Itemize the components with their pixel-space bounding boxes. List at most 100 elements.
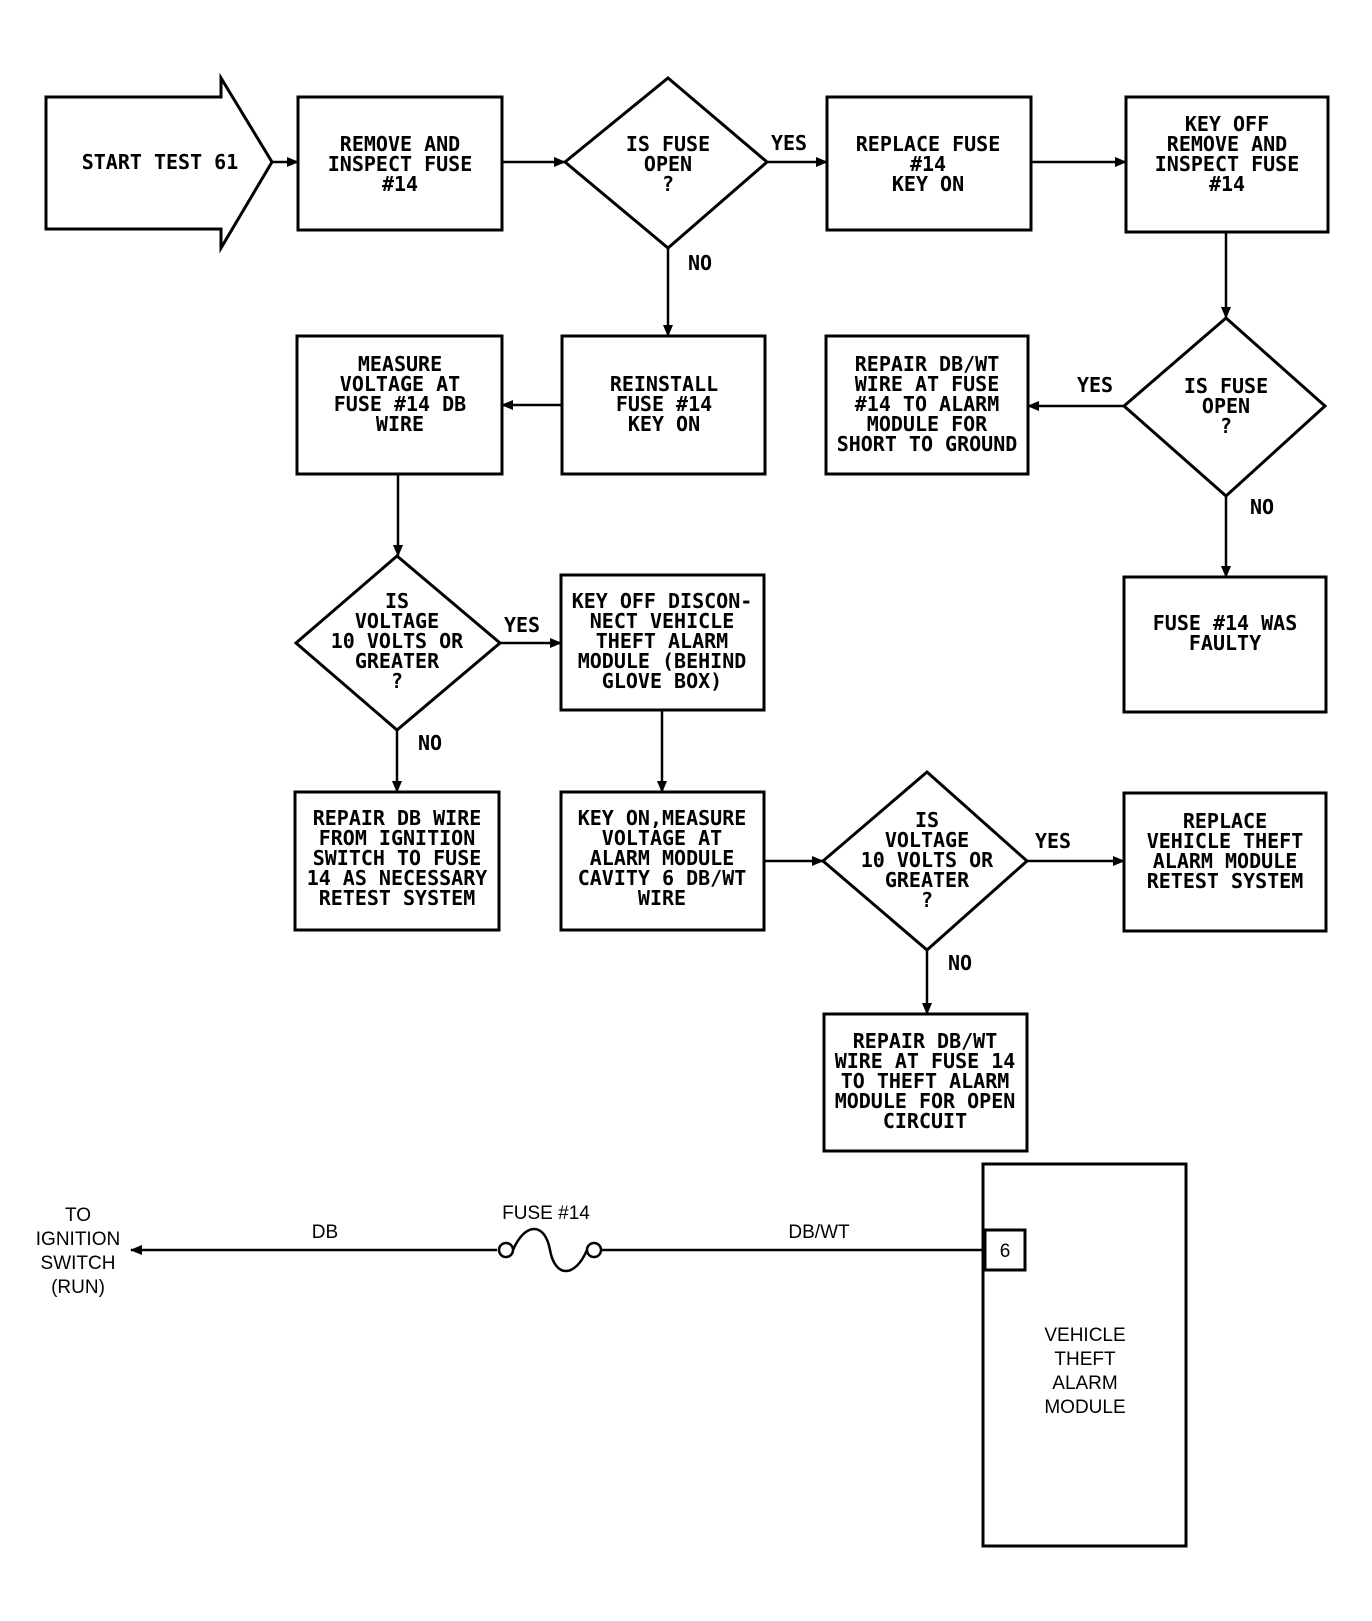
node-replace-module-line-1: REPLACE	[1183, 809, 1267, 833]
label-yes-decision2: YES	[1077, 373, 1113, 397]
node-disconnect-line-1: KEY OFF DISCON-	[572, 589, 753, 613]
node-repair-open-line-3: TO THEFT ALARM	[841, 1069, 1010, 1093]
node-keyon-measure-line-2: VOLTAGE AT	[602, 826, 722, 850]
fuse-terminal-right	[585, 1241, 603, 1259]
node-reinstall-line-1: REINSTALL	[610, 372, 718, 396]
fuse-terminal-left	[497, 1241, 515, 1259]
node-keyon-measure-line-1: KEY ON,MEASURE	[578, 806, 747, 830]
node-remove-inspect-line-2: INSPECT FUSE	[328, 152, 473, 176]
cavity-6-box	[983, 1228, 1027, 1272]
wiring-to-switch-line-3: SWITCH	[41, 1253, 116, 1274]
wiring-to-switch-line-4: (RUN)	[51, 1277, 105, 1298]
start-arrow-shape	[44, 72, 274, 254]
node-d-fuse-open-1-line-2: OPEN	[644, 152, 692, 176]
reinstall-box	[560, 334, 767, 476]
node-repair-open-line-4: MODULE FOR OPEN	[835, 1089, 1016, 1113]
remove-inspect-box	[296, 95, 504, 232]
node-disconnect-line-5: GLOVE BOX)	[602, 669, 722, 693]
node-fuse-faulty-line-1: FUSE #14 WAS	[1153, 611, 1298, 635]
fuse-symbol	[511, 1228, 589, 1272]
node-replace-fuse-line-3: KEY ON	[892, 172, 964, 196]
replace-fuse-box	[825, 95, 1033, 232]
node-replace-module-line-3: ALARM MODULE	[1153, 849, 1298, 873]
node-d-fuse-open-2-line-1: IS FUSE	[1184, 374, 1268, 398]
wiring-module-line-4: MODULE	[1044, 1397, 1125, 1418]
node-repair-short-line-2: WIRE AT FUSE	[855, 372, 1000, 396]
node-repair-open-line-5: CIRCUIT	[883, 1109, 967, 1133]
node-d-fuse-open-2-line-3: ?	[1220, 414, 1232, 438]
label-no-voltage2: NO	[948, 951, 972, 975]
node-d-voltage-1-line-5: ?	[391, 669, 403, 693]
label-yes-voltage1: YES	[504, 613, 540, 637]
wiring-module-line-3: ALARM	[1052, 1373, 1117, 1394]
node-repair-short-line-3: #14 TO ALARM	[855, 392, 1000, 416]
node-d-voltage-1-line-2: VOLTAGE	[355, 609, 439, 633]
node-measure-voltage-line-1: MEASURE	[358, 352, 442, 376]
repair-short-box	[824, 334, 1030, 476]
vehicle-theft-alarm-module-box	[981, 1162, 1188, 1548]
node-repair-open-line-1: REPAIR DB/WT	[853, 1029, 998, 1053]
node-measure-voltage-line-4: WIRE	[376, 412, 424, 436]
node-repair-db-line-5: RETEST SYSTEM	[319, 886, 476, 910]
node-keyon-measure-line-3: ALARM MODULE	[590, 846, 735, 870]
wiring-schematic: 6 DB FUSE #14 DB/WT TO IGNITION SWITCH (RUN…	[36, 1162, 1188, 1548]
node-repair-db-line-4: 14 AS NECESSARY	[307, 866, 488, 890]
cavity-6-label: 6	[1000, 1241, 1011, 1262]
node-d-voltage-2-line-5: ?	[921, 888, 933, 912]
wire-db-label: DB	[312, 1222, 338, 1243]
wiring-to-switch-line-2: IGNITION	[36, 1229, 120, 1250]
node-start-text: START TEST 61	[82, 150, 239, 174]
node-d-voltage-2-line-4: GREATER	[885, 868, 970, 892]
node-d-voltage-1-line-4: GREATER	[355, 649, 440, 673]
node-disconnect-line-4: MODULE (BEHIND	[578, 649, 747, 673]
label-yes-decision1: YES	[771, 131, 807, 155]
fuse-14-label: FUSE #14	[502, 1203, 590, 1224]
node-repair-db-line-3: SWITCH TO FUSE	[313, 846, 482, 870]
node-reinstall-line-3: KEY ON	[628, 412, 700, 436]
replace-module-box	[1122, 791, 1328, 933]
node-keyoff-remove-line-2: REMOVE AND	[1167, 132, 1287, 156]
node-reinstall-line-2: FUSE #14	[616, 392, 712, 416]
label-yes-voltage2: YES	[1035, 829, 1071, 853]
node-d-fuse-open-2-line-2: OPEN	[1202, 394, 1250, 418]
node-keyon-measure-line-5: WIRE	[638, 886, 686, 910]
node-d-voltage-2-line-3: 10 VOLTS OR	[861, 848, 994, 872]
node-repair-db-line-1: REPAIR DB WIRE	[313, 806, 482, 830]
node-remove-inspect-line-3: #14	[382, 172, 418, 196]
keyon-measure-box	[559, 790, 766, 932]
label-no-decision2: NO	[1250, 495, 1274, 519]
repair-open-box	[822, 1012, 1029, 1153]
wiring-module-line-2: THEFT	[1054, 1349, 1116, 1370]
node-repair-short-line-4: MODULE FOR	[867, 412, 988, 436]
node-measure-voltage-line-3: FUSE #14 DB	[334, 392, 466, 416]
node-replace-fuse-line-2: #14	[910, 152, 946, 176]
node-disconnect-line-2: NECT VEHICLE	[590, 609, 735, 633]
node-replace-module-line-2: VEHICLE THEFT	[1147, 829, 1304, 853]
to-ignition-switch-text: TO IGNITION SWITCH (RUN)	[36, 1205, 120, 1298]
node-fuse-faulty-line-2: FAULTY	[1189, 631, 1261, 655]
node-repair-short-line-5: SHORT TO GROUND	[837, 432, 1018, 456]
node-start-line-1: START TEST 61	[82, 150, 239, 174]
node-keyoff-remove-line-4: #14	[1209, 172, 1245, 196]
node-repair-short-line-1: REPAIR DB/WT	[855, 352, 1000, 376]
node-keyoff-remove-line-3: INSPECT FUSE	[1155, 152, 1300, 176]
node-replace-fuse-line-1: REPLACE FUSE	[856, 132, 1001, 156]
wiring-to-switch-line-1: TO	[65, 1205, 91, 1226]
node-disconnect-line-3: THEFT ALARM	[596, 629, 728, 653]
label-no-decision1: NO	[688, 251, 712, 275]
wire-dbwt-label: DB/WT	[788, 1222, 850, 1243]
node-d-fuse-open-1-line-1: IS FUSE	[626, 132, 710, 156]
